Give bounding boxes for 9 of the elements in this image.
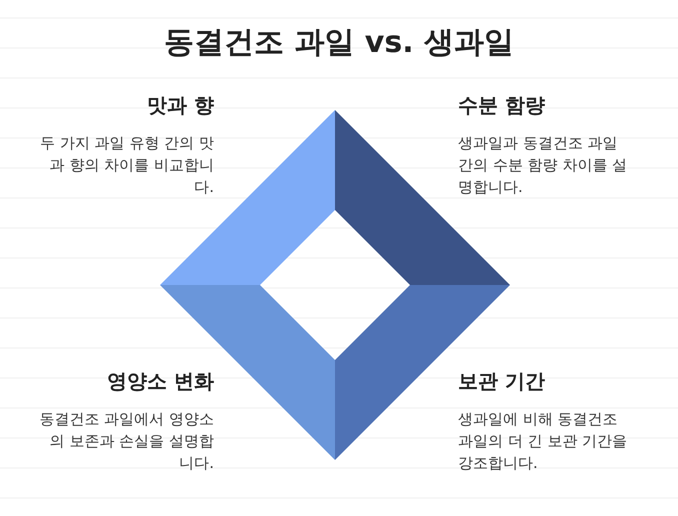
title: 동결건조 과일 vs. 생과일 <box>162 24 516 62</box>
section-heading: 영양소 변화 <box>106 368 214 395</box>
section-heading: 맛과 향 <box>146 92 214 119</box>
section-heading: 보관 기간 <box>458 368 546 395</box>
section-description: 동결건조 과일에서 영양소의 보존과 손실을 설명합니다. <box>38 409 214 474</box>
section-description: 두 가지 과일 유형 간의 맛과 향의 차이를 비교합니다. <box>39 133 214 198</box>
section-heading: 수분 함량 <box>458 92 546 119</box>
section-description: 생과일에 비해 동결건조 과일의 더 긴 보관 기간을 강조합니다. <box>458 409 628 474</box>
section-description: 생과일과 동결건조 과일 간의 수분 함량 차이를 설명합니다. <box>458 133 628 198</box>
